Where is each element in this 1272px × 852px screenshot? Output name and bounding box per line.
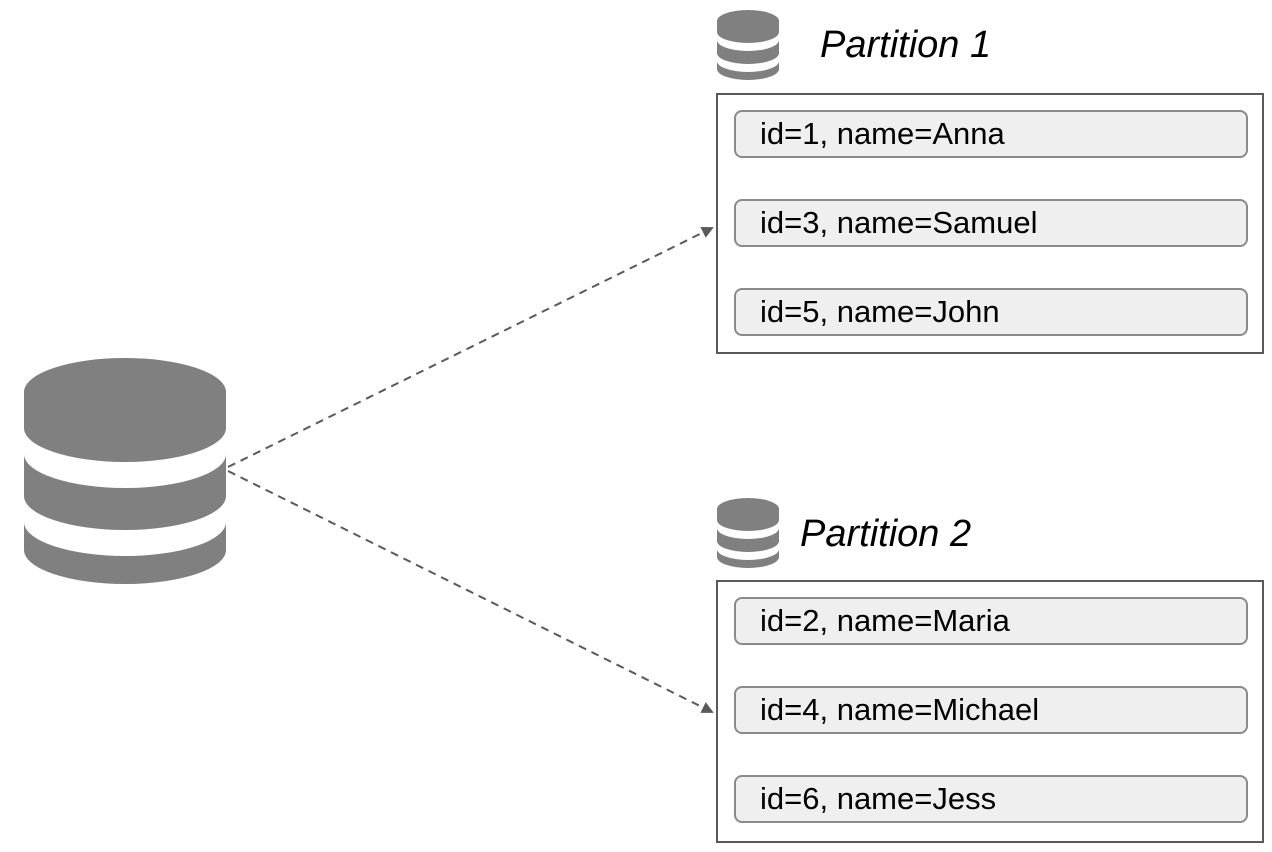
record-item: id=5, name=John <box>734 288 1248 336</box>
record-item: id=2, name=Maria <box>734 597 1248 645</box>
record-item: id=6, name=Jess <box>734 775 1248 823</box>
partition-1-box: id=1, name=Anna id=3, name=Samuel id=5, … <box>716 93 1264 354</box>
record-item: id=4, name=Michael <box>734 686 1248 734</box>
partition-1-title: Partition 1 <box>820 24 992 66</box>
source-database-icon <box>24 358 226 584</box>
arrow-to-partition-2 <box>227 470 714 713</box>
partition-2-box: id=2, name=Maria id=4, name=Michael id=6… <box>716 580 1264 843</box>
partition-2-title: Partition 2 <box>800 513 972 555</box>
database-icon <box>717 498 779 568</box>
record-item: id=3, name=Samuel <box>734 199 1248 247</box>
database-icon <box>717 10 779 80</box>
arrow-to-partition-1 <box>227 227 714 468</box>
record-item: id=1, name=Anna <box>734 110 1248 158</box>
